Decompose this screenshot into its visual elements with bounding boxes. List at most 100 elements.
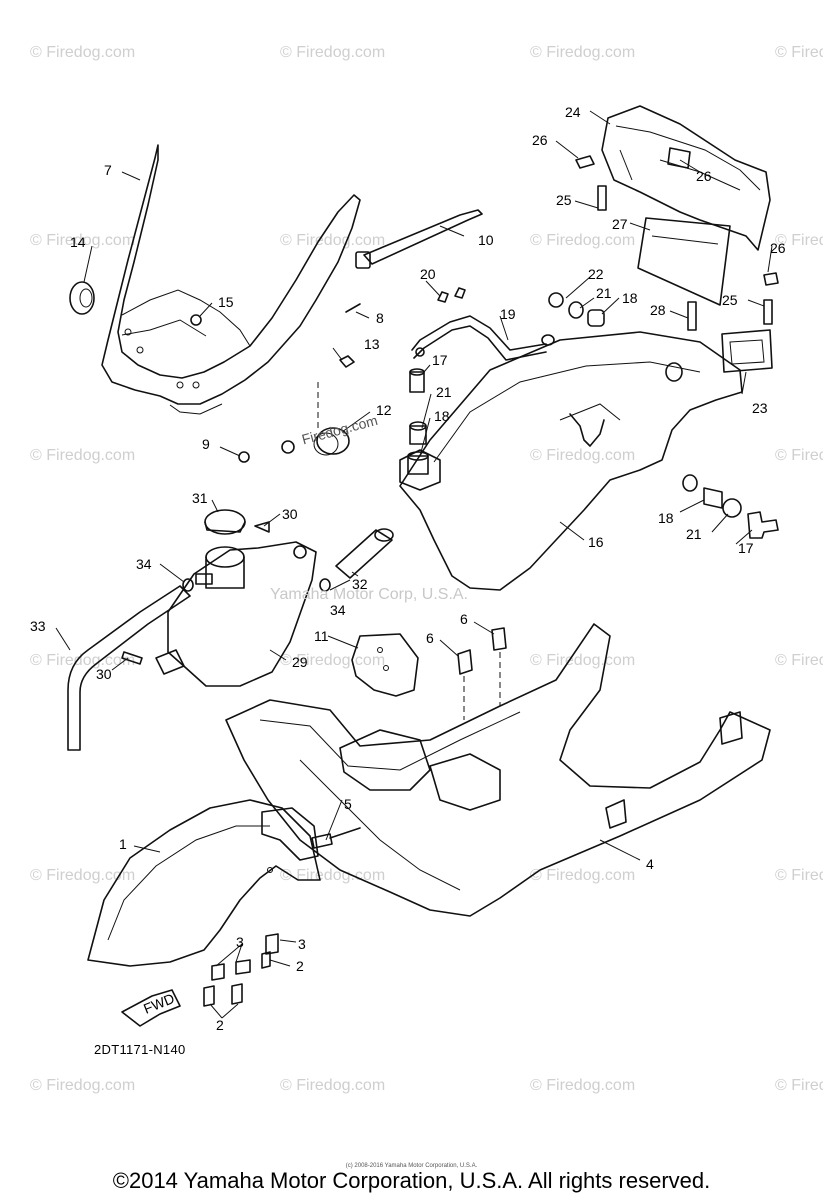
part-bracket-11 bbox=[351, 633, 419, 697]
callout-34[interactable]: 34 bbox=[330, 602, 346, 618]
watermark-layer: © Firedog.com © Firedog.com © Firedog.co… bbox=[30, 44, 823, 1094]
callout-25[interactable]: 25 bbox=[722, 292, 738, 308]
callout-21[interactable]: 21 bbox=[686, 526, 702, 542]
callout-2[interactable]: 2 bbox=[296, 958, 304, 974]
watermark: © Firedog.com bbox=[530, 232, 635, 249]
callout-6[interactable]: 6 bbox=[426, 630, 434, 646]
callout-4[interactable]: 4 bbox=[646, 856, 654, 872]
part-reservoir-29 bbox=[155, 541, 317, 687]
part-clip-nuts-6 bbox=[457, 627, 507, 675]
watermark: © Firedog.com bbox=[280, 652, 385, 669]
part-grommet-stack-right bbox=[703, 487, 779, 539]
callout-18[interactable]: 18 bbox=[434, 408, 450, 424]
callout-3[interactable]: 3 bbox=[298, 936, 306, 952]
callout-10[interactable]: 10 bbox=[478, 232, 494, 248]
callout-31[interactable]: 31 bbox=[192, 490, 208, 506]
part-cap-12 bbox=[313, 427, 350, 456]
leader-lines bbox=[55, 110, 773, 1019]
part-plate-27 bbox=[637, 217, 731, 306]
callout-25[interactable]: 25 bbox=[556, 192, 572, 208]
callout-29[interactable]: 29 bbox=[292, 654, 308, 670]
part-pad-23 bbox=[721, 329, 773, 373]
callout-6[interactable]: 6 bbox=[460, 611, 468, 627]
watermark: © Firedog.com bbox=[30, 867, 135, 884]
callout-32[interactable]: 32 bbox=[352, 576, 368, 592]
callout-18[interactable]: 18 bbox=[622, 290, 638, 306]
part-grommet-stack-center bbox=[407, 368, 429, 475]
part-pipe-32 bbox=[335, 528, 394, 579]
callout-8[interactable]: 8 bbox=[376, 310, 384, 326]
watermark: © Firedog.com bbox=[775, 1077, 823, 1094]
watermark: © Firedog.com bbox=[775, 232, 823, 249]
callout-13[interactable]: 13 bbox=[364, 336, 380, 352]
watermark: © Firedog.com bbox=[775, 447, 823, 464]
callout-2[interactable]: 2 bbox=[216, 1017, 224, 1033]
callout-28[interactable]: 28 bbox=[650, 302, 666, 318]
callout-30[interactable]: 30 bbox=[96, 666, 112, 682]
callout-1[interactable]: 1 bbox=[119, 836, 127, 852]
part-grommet-stack-upper bbox=[548, 292, 605, 327]
part-fender-bolts bbox=[203, 933, 279, 1007]
watermark: © Firedog.com bbox=[30, 652, 135, 669]
callout-18[interactable]: 18 bbox=[658, 510, 674, 526]
part-fasteners-right bbox=[575, 155, 779, 331]
watermark: © Firedog.com bbox=[280, 1077, 385, 1094]
callout-22[interactable]: 22 bbox=[588, 266, 604, 282]
callout-20[interactable]: 20 bbox=[420, 266, 436, 282]
watermark: © Firedog.com bbox=[30, 1077, 135, 1094]
callout-24[interactable]: 24 bbox=[565, 104, 581, 120]
callout-17[interactable]: 17 bbox=[432, 352, 448, 368]
callout-14[interactable]: 14 bbox=[70, 234, 86, 250]
callout-21[interactable]: 21 bbox=[436, 384, 452, 400]
callout-26[interactable]: 26 bbox=[696, 168, 712, 184]
small-copyright: (c) 2008-2016 Yamaha Motor Corporation, … bbox=[345, 1163, 478, 1169]
center-watermark: Yamaha Motor Corp, U.S.A. bbox=[270, 586, 468, 603]
callout-17[interactable]: 17 bbox=[738, 540, 754, 556]
callout-27[interactable]: 27 bbox=[612, 216, 628, 232]
part-rear-fender-16 bbox=[399, 331, 743, 591]
part-front-cowl bbox=[101, 144, 361, 415]
part-radiator-cover-24 bbox=[601, 105, 771, 251]
watermark: © Firedog.com bbox=[775, 652, 823, 669]
callout-15[interactable]: 15 bbox=[218, 294, 234, 310]
part-tank-cap-31 bbox=[204, 509, 246, 535]
callout-23[interactable]: 23 bbox=[752, 400, 768, 416]
callout-26[interactable]: 26 bbox=[770, 240, 786, 256]
watermark: © Firedog.com bbox=[30, 44, 135, 61]
watermark: © Firedog.com bbox=[775, 44, 823, 61]
watermark: © Firedog.com bbox=[775, 867, 823, 884]
part-front-fender-1 bbox=[87, 799, 321, 967]
callout-30[interactable]: 30 bbox=[282, 506, 298, 522]
part-fasteners-upper-left bbox=[190, 303, 361, 463]
part-bracket-19 bbox=[411, 287, 555, 361]
callout-7[interactable]: 7 bbox=[104, 162, 112, 178]
part-bolt-5 bbox=[311, 827, 361, 849]
callout-12[interactable]: 12 bbox=[376, 402, 392, 418]
part-hose-33 bbox=[67, 585, 191, 751]
callout-16[interactable]: 16 bbox=[588, 534, 604, 550]
callout-33[interactable]: 33 bbox=[30, 618, 46, 634]
watermark: © Firedog.com bbox=[530, 44, 635, 61]
part-cable-tie-10 bbox=[355, 209, 483, 269]
callout-21[interactable]: 21 bbox=[596, 285, 612, 301]
callout-5[interactable]: 5 bbox=[344, 796, 352, 812]
part-grommet-14 bbox=[69, 281, 95, 315]
watermark: © Firedog.com bbox=[530, 1077, 635, 1094]
watermark: © Firedog.com bbox=[280, 232, 385, 249]
callout-34[interactable]: 34 bbox=[136, 556, 152, 572]
copyright-footer: ©2014 Yamaha Motor Corporation, U.S.A. A… bbox=[112, 1168, 711, 1193]
watermark: © Firedog.com bbox=[30, 232, 135, 249]
watermark: © Firedog.com bbox=[30, 447, 135, 464]
callout-19[interactable]: 19 bbox=[500, 306, 516, 322]
watermark: © Firedog.com bbox=[530, 867, 635, 884]
callout-9[interactable]: 9 bbox=[202, 436, 210, 452]
diagram-code: 2DT1171-N140 bbox=[94, 1042, 186, 1057]
watermark: © Firedog.com bbox=[280, 44, 385, 61]
callout-26[interactable]: 26 bbox=[532, 132, 548, 148]
watermark: © Firedog.com bbox=[530, 652, 635, 669]
callout-3[interactable]: 3 bbox=[236, 934, 244, 950]
callout-11[interactable]: 11 bbox=[314, 628, 329, 644]
part-clips bbox=[121, 521, 331, 665]
